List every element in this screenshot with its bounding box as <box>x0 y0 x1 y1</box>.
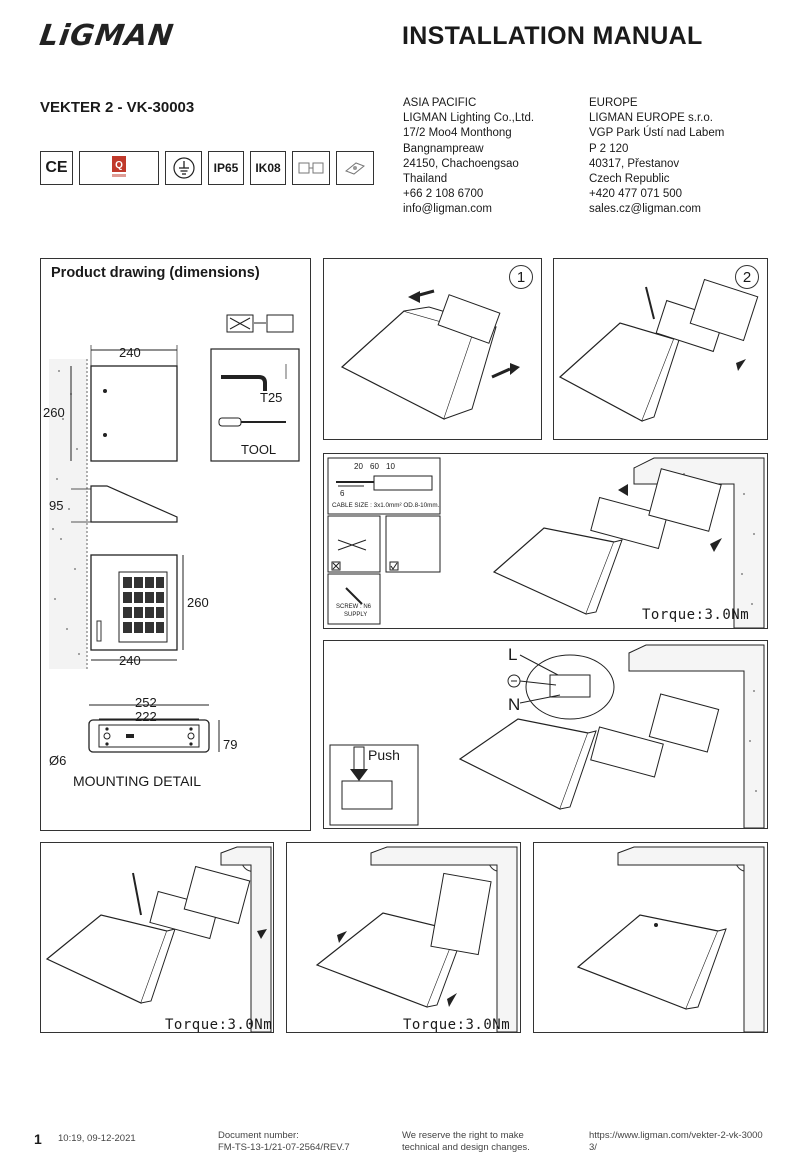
mount-dim-height: 79 <box>223 737 238 752</box>
product-drawing-heading: Product drawing (dimensions) <box>51 265 260 281</box>
dim-depth: 95 <box>49 498 64 513</box>
cable-size-label: CABLE SIZE : 3x1.0mm² OD.8-10mm. <box>332 502 440 509</box>
phone: +66 2 108 6700 <box>403 188 484 201</box>
step-6-illustration <box>315 846 518 1032</box>
mount-dim-outer: 252 <box>135 695 157 710</box>
step-1-panel: 1 <box>323 258 542 440</box>
dim-width-top: 240 <box>119 345 141 360</box>
doc-number: FM-TS-13-1/21-07-2564/REV.7 <box>218 1142 350 1153</box>
step-3-panel: 3 20 60 10 6 CABLE SIZE : 3x1.0mm² OD.8-… <box>323 453 768 629</box>
address-europe: EUROPE LIGMAN EUROPE s.r.o. VGP Park Úst… <box>589 96 724 218</box>
strip-dim-20: 20 <box>354 462 363 471</box>
push-label: Push <box>368 747 400 763</box>
screw-label: SCREW : N6 <box>336 604 372 610</box>
rights-line: technical and design changes. <box>402 1142 530 1153</box>
screw-supply-label: SUPPLY <box>344 612 368 618</box>
step-7-illustration <box>576 846 765 1032</box>
step-number: 1 <box>509 265 533 289</box>
email-link[interactable]: sales.cz@ligman.com <box>589 203 702 216</box>
lamp-icon <box>336 151 374 185</box>
address-line: 40317, Přestanov <box>589 157 680 170</box>
dim-width-bottom: 240 <box>119 653 141 668</box>
address-line: Czech Republic <box>589 173 670 186</box>
url-line[interactable]: 3/ <box>589 1142 597 1153</box>
svg-text:Q: Q <box>115 160 123 171</box>
ligman-logo: LiGMAN <box>37 18 177 52</box>
step-number: 2 <box>735 265 759 289</box>
address-line: Thailand <box>403 173 448 186</box>
mount-hole-diameter: Ø6 <box>49 753 67 768</box>
address-line: Bangnampreaw <box>403 142 484 155</box>
quality-mark-icon: Q <box>79 151 159 185</box>
step-6-panel: 6 Torque:3.0Nm <box>286 842 521 1033</box>
address-line: P 2 120 <box>589 142 629 155</box>
strip-dim-60: 60 <box>370 462 379 471</box>
page-number: 1 <box>34 1131 42 1147</box>
step-5-illustration <box>45 846 272 1032</box>
address-line: LIGMAN Lighting Co.,Ltd. <box>403 112 535 125</box>
dim-height-side: 260 <box>43 405 65 420</box>
tool-label: TOOL <box>241 442 277 457</box>
step-2-illustration <box>558 278 759 422</box>
footer-url[interactable]: https://www.ligman.com/vekter-2-vk-3000 … <box>589 1130 763 1154</box>
footer-timestamp: 10:19, 09-12-2021 <box>58 1133 136 1144</box>
wire-neutral-label: N <box>508 695 521 714</box>
ip65-badge: IP65 <box>208 151 244 185</box>
ik08-badge: IK08 <box>250 151 286 185</box>
dimension-drawing <box>49 314 300 753</box>
footer-rights: We reserve the right to make technical a… <box>402 1130 530 1154</box>
certification-row: CE Q IP65 IK08 <box>40 151 374 185</box>
wire-live-label: L <box>508 645 518 664</box>
phone: +420 477 071 500 <box>589 188 683 201</box>
mount-dim-inner: 222 <box>135 709 157 724</box>
step-1-illustration <box>340 289 520 420</box>
torque-label: Torque:3.0Nm <box>403 1017 511 1033</box>
doc-number-label: Document number: <box>218 1130 299 1141</box>
footer-document: Document number: FM-TS-13-1/21-07-2564/R… <box>218 1130 350 1154</box>
address-asia-pacific: ASIA PACIFIC LIGMAN Lighting Co.,Ltd. 17… <box>403 96 534 218</box>
page-title: INSTALLATION MANUAL <box>402 22 703 50</box>
address-line: LIGMAN EUROPE s.r.o. <box>589 112 713 125</box>
ce-mark-icon: CE <box>40 151 73 185</box>
address-line: 24150, Chachoengsao <box>403 157 519 170</box>
step-4-illustration <box>329 644 765 828</box>
address-line: VGP Park Ústí nad Labem <box>589 127 725 140</box>
tool-size: T25 <box>260 390 283 405</box>
step-3-illustration <box>327 457 765 628</box>
step-2-panel: 2 <box>553 258 768 440</box>
strip-dim-6: 6 <box>340 489 345 498</box>
product-drawing-panel: Product drawing (dimensions) <box>40 258 311 831</box>
earth-ground-icon <box>165 151 202 185</box>
step-7-panel: 7 <box>533 842 768 1033</box>
mounting-detail-label: MOUNTING DETAIL <box>73 773 202 789</box>
product-name: VEKTER 2 - VK-30003 <box>40 99 195 116</box>
strip-dim-10: 10 <box>386 462 395 471</box>
step-4-panel: 4 L N Push <box>323 640 768 829</box>
address-line: EUROPE <box>589 97 638 109</box>
address-line: ASIA PACIFIC <box>403 97 477 109</box>
torque-label: Torque:3.0Nm <box>165 1017 273 1033</box>
step-5-panel: 5 Torque:3.0Nm <box>40 842 274 1033</box>
torque-label: Torque:3.0Nm <box>642 607 750 623</box>
email-link[interactable]: info@ligman.com <box>403 203 493 216</box>
rights-line: We reserve the right to make <box>402 1130 524 1141</box>
dim-height-front: 260 <box>187 595 209 610</box>
address-line: 17/2 Moo4 Monthong <box>403 127 512 140</box>
url-line[interactable]: https://www.ligman.com/vekter-2-vk-3000 <box>589 1130 763 1141</box>
driver-icon <box>292 151 330 185</box>
